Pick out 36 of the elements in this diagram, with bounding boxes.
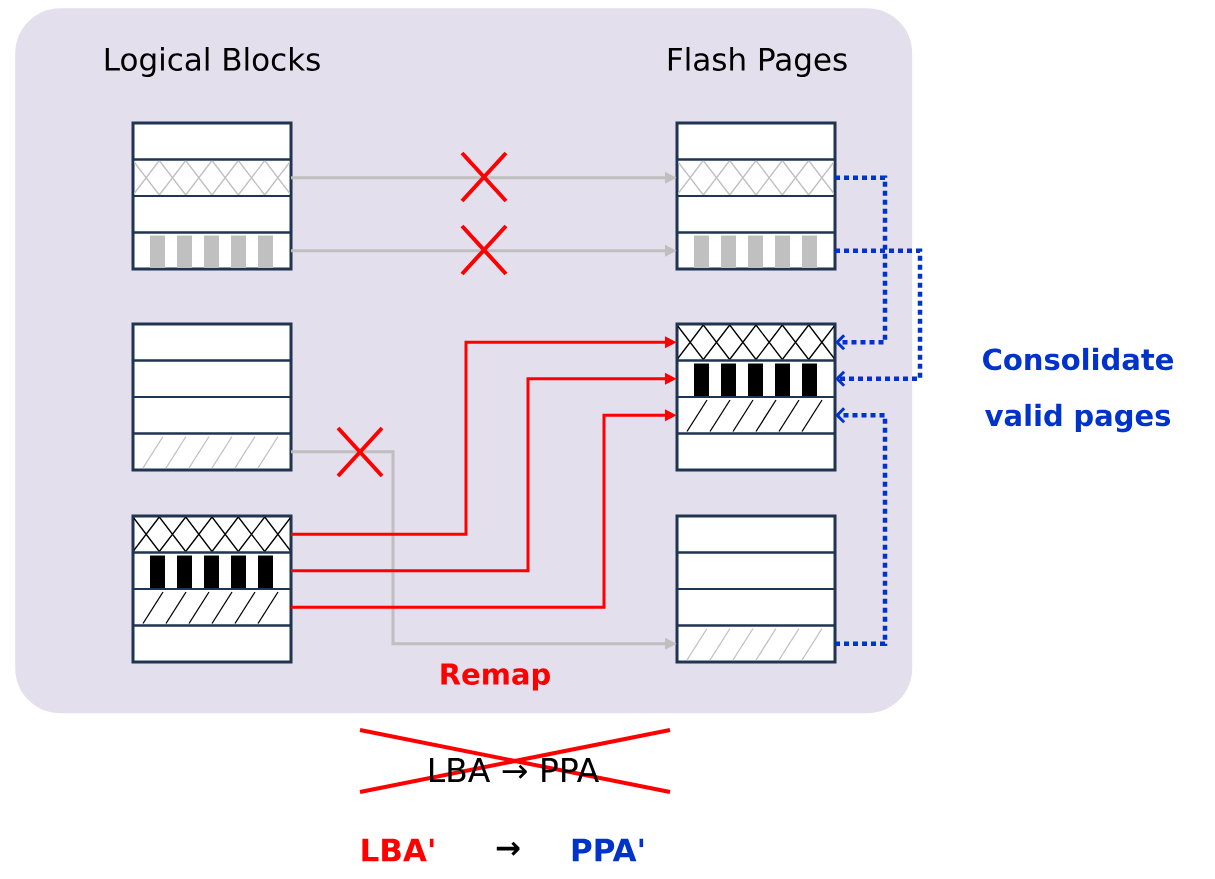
block-box [675, 514, 837, 664]
page-slot [132, 195, 292, 234]
arrow-symbol: → [496, 841, 520, 856]
page-slot [676, 195, 836, 234]
mapping-text: LBA' [362, 838, 434, 862]
block-box [131, 322, 293, 472]
heading: Logical Blocks [105, 47, 320, 77]
arrow [835, 407, 888, 646]
page-slot [676, 432, 836, 471]
page-slot [132, 624, 292, 663]
note-text: Consolidate valid pages [983, 347, 1173, 433]
page-slot [132, 432, 292, 471]
page-slot [132, 396, 292, 435]
page-slot [132, 588, 292, 627]
page-slot [676, 588, 836, 627]
page-slot [676, 158, 836, 197]
page-slot [676, 323, 836, 362]
page-slot [132, 231, 292, 270]
page-slot [676, 624, 836, 663]
page-slot [676, 515, 836, 554]
page-slot [676, 122, 836, 161]
page-slot [132, 359, 292, 398]
page-slot [676, 231, 836, 270]
mapping-text: PPA' [572, 838, 644, 862]
remap-label: Remap [441, 663, 550, 691]
arrow [835, 175, 888, 351]
page-slot [676, 359, 836, 398]
page-slot [676, 396, 836, 435]
page-slot [132, 551, 292, 590]
page-slot [132, 158, 292, 197]
page-slot [132, 323, 292, 362]
page-slot [676, 551, 836, 590]
arrow [835, 248, 923, 387]
heading: Flash Pages [668, 47, 847, 77]
page-slot [132, 515, 292, 554]
page-slot [132, 122, 292, 161]
